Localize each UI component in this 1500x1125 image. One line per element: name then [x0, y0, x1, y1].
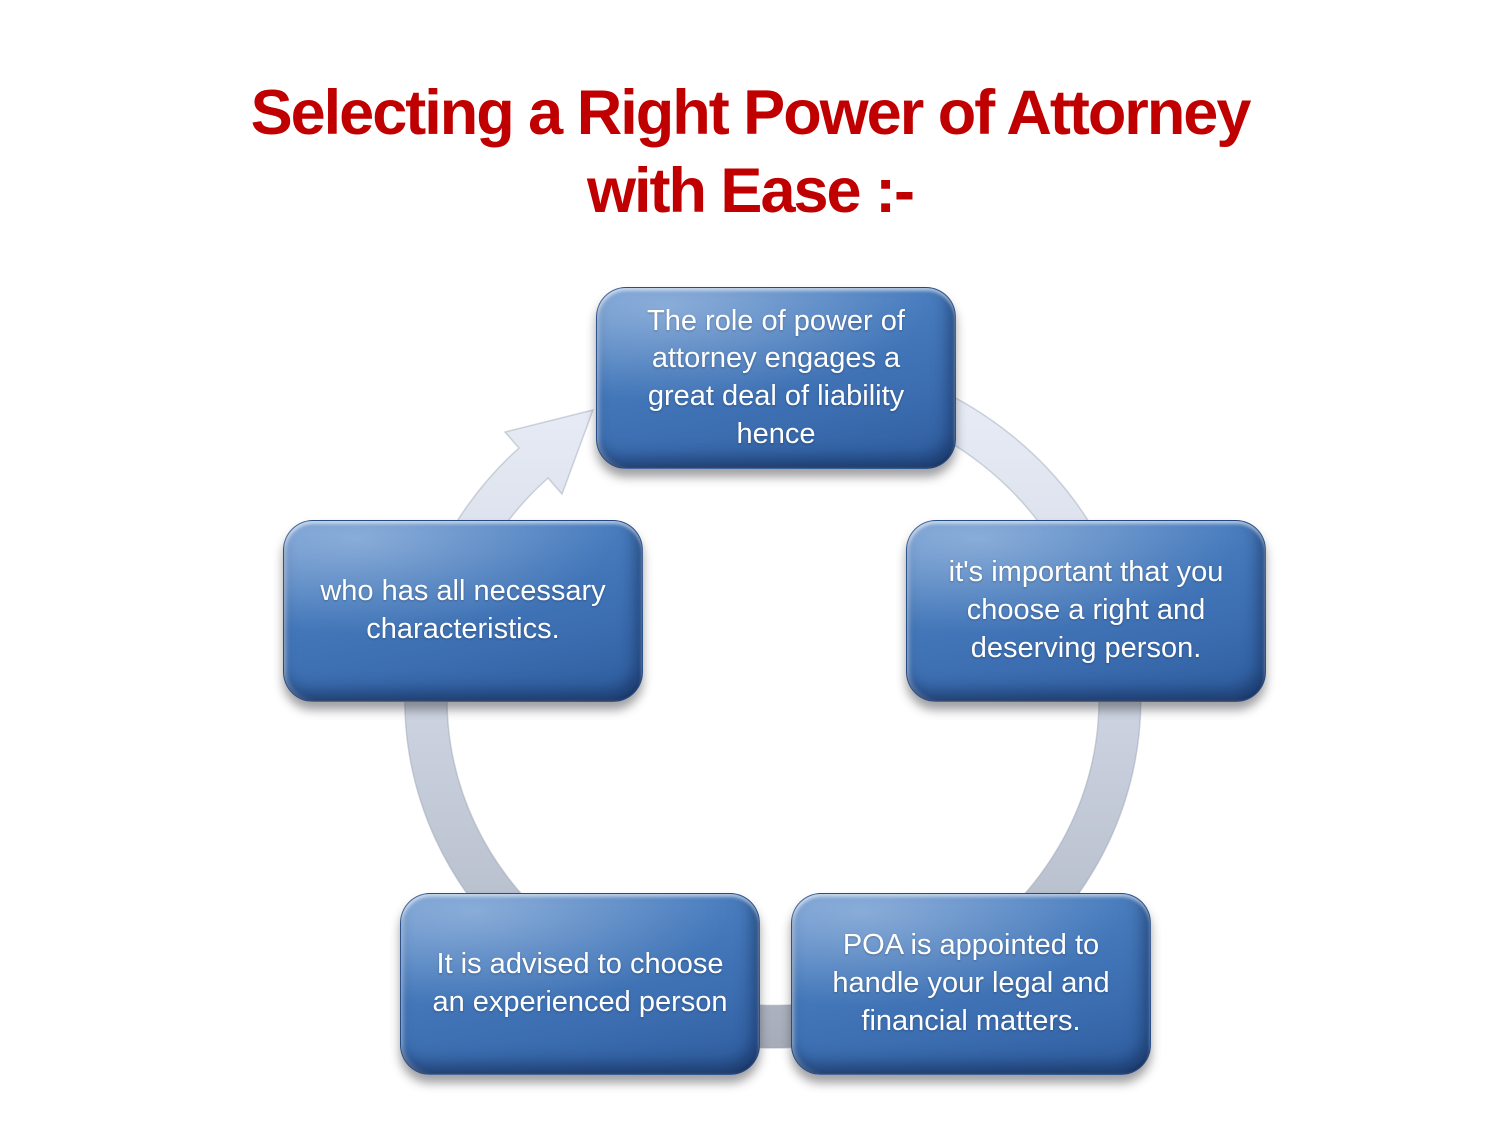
cycle-node-bottom-right-text: POA is appointed to handle your legal an…	[832, 929, 1110, 1037]
cycle-node-top-text: The role of power of attorney engages a …	[647, 304, 905, 450]
cycle-arrow-path	[404, 351, 1142, 1049]
cycle-node-bottom-left: It is advised to choose an experienced p…	[400, 893, 760, 1075]
slide-title-line2: with Ease :-	[586, 156, 915, 227]
cycle-node-right: it's important that you choose a right a…	[906, 520, 1266, 702]
slide-title: Selecting a Right Power of Attorney with…	[0, 74, 1500, 230]
cycle-node-left-text: who has all necessary characteristics.	[320, 575, 606, 645]
cycle-node-left: who has all necessary characteristics.	[283, 520, 643, 702]
cycle-node-top: The role of power of attorney engages a …	[596, 287, 956, 469]
cycle-node-bottom-right: POA is appointed to handle your legal an…	[791, 893, 1151, 1075]
cycle-node-right-text: it's important that you choose a right a…	[948, 556, 1224, 664]
slide-title-line1: Selecting a Right Power of Attorney	[250, 78, 1252, 148]
cycle-node-bottom-left-text: It is advised to choose an experienced p…	[432, 948, 728, 1018]
